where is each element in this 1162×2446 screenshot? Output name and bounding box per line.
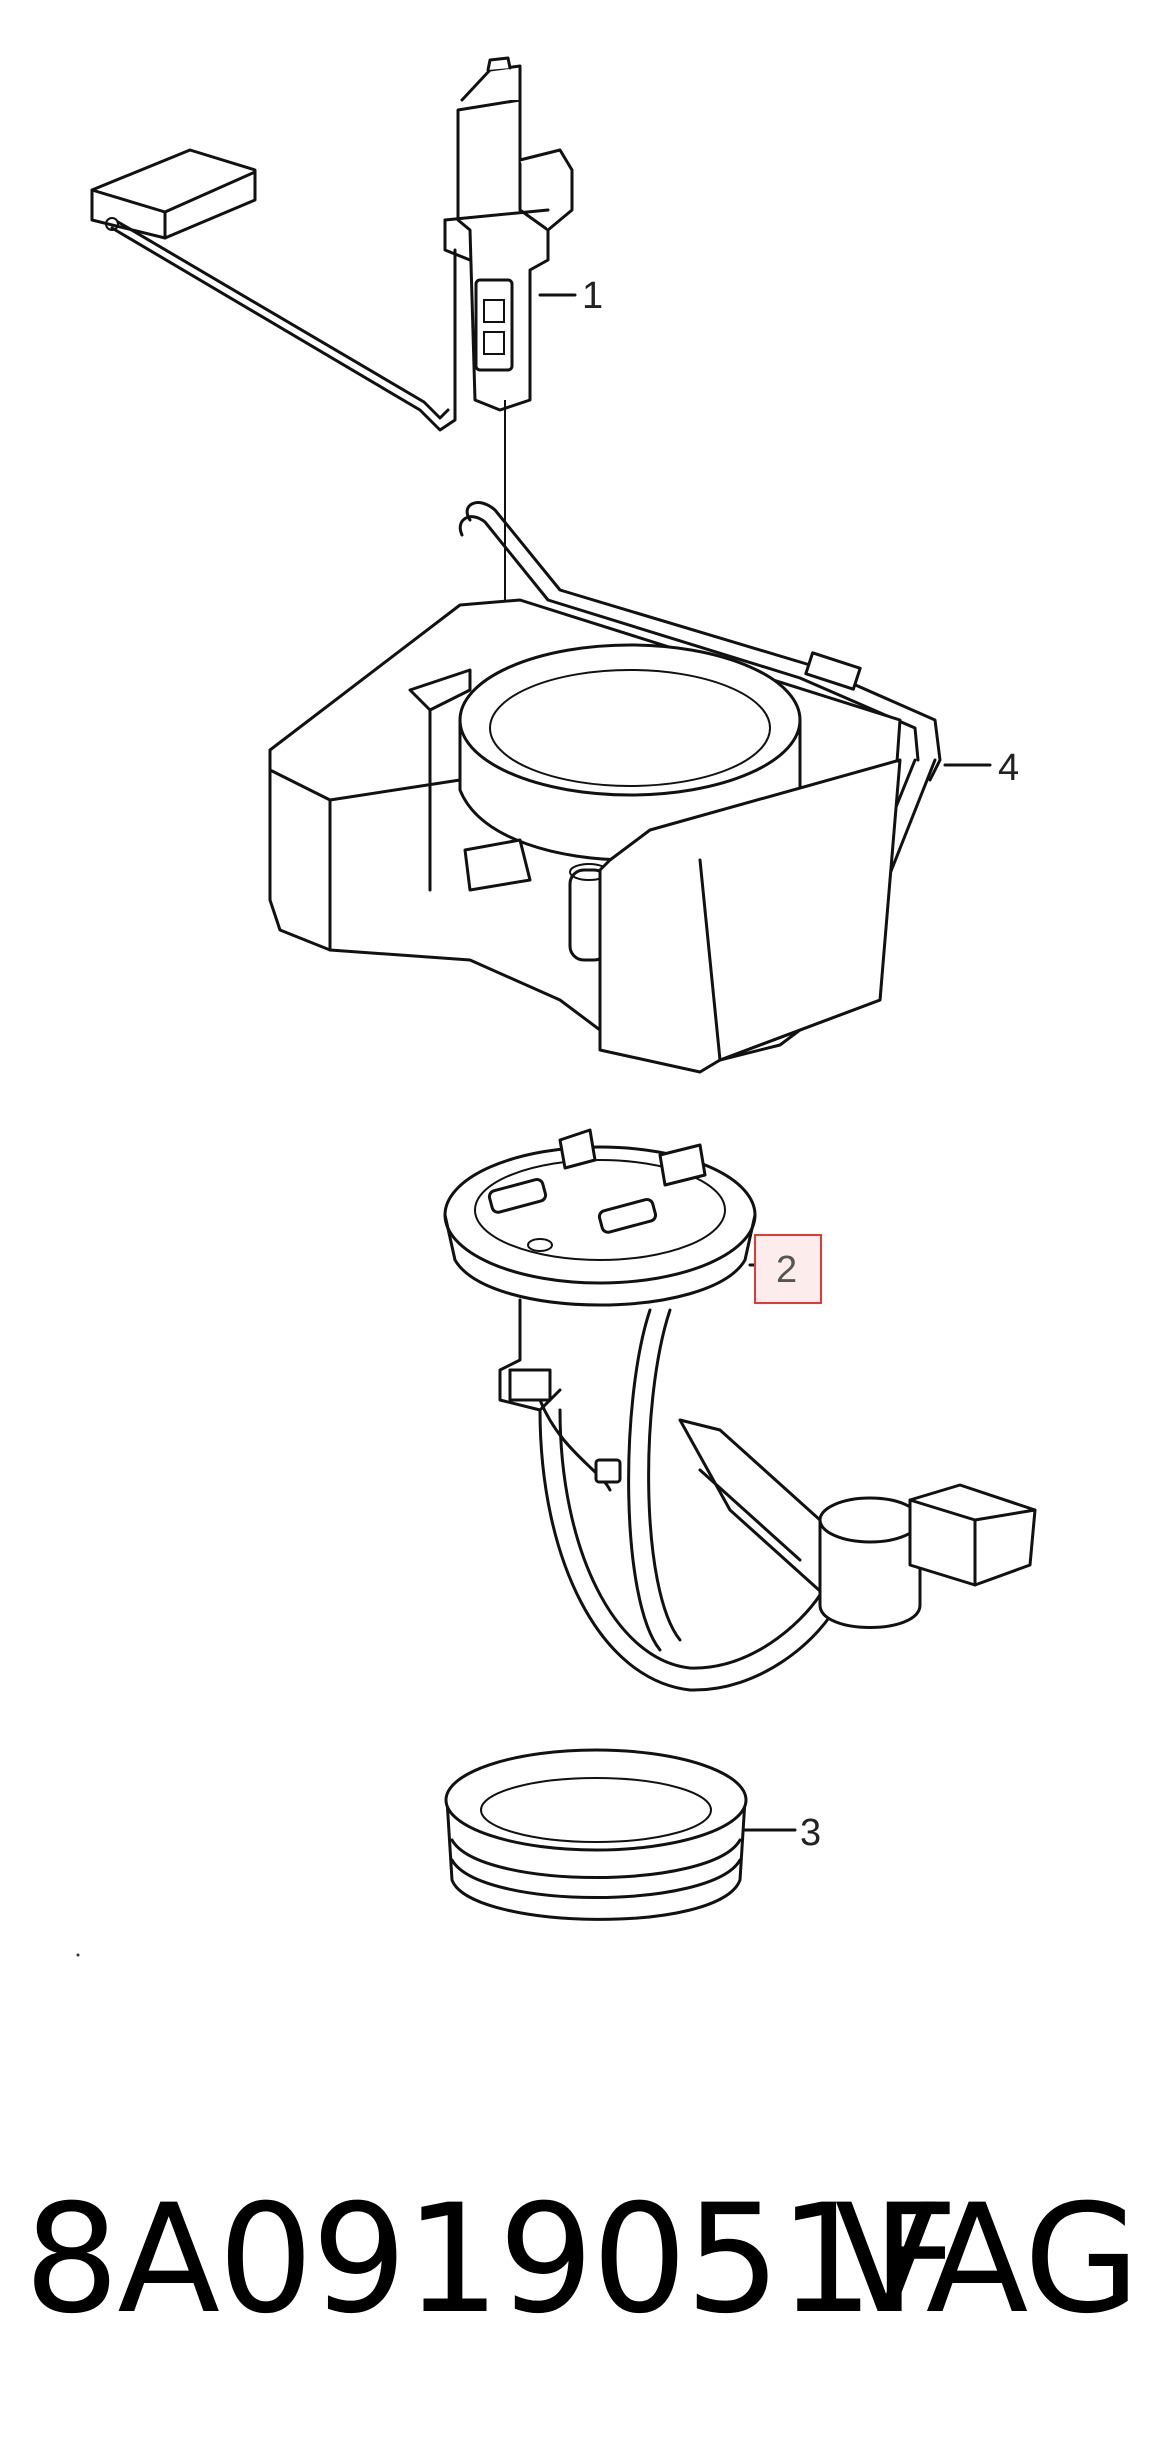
part-4-fuel-housing xyxy=(268,501,992,1074)
callout-4-label: 4 xyxy=(998,747,1019,789)
callout-label: 1 xyxy=(582,275,603,317)
callout-3-label: 3 xyxy=(800,1812,821,1854)
callout-label: 2 xyxy=(776,1249,797,1291)
part-number: 8A0919051F xyxy=(24,2173,958,2347)
part-2-fuel-pump-assembly xyxy=(443,1128,1037,1692)
part-3-seal-ring xyxy=(444,1748,797,1921)
exploded-parts-diagram: 1 xyxy=(76,56,1037,1957)
callout-label: 3 xyxy=(800,1812,821,1854)
callout-1-label: 1 xyxy=(582,275,603,317)
part-1-level-sender xyxy=(90,56,577,432)
callout-2-highlight-box xyxy=(754,1234,822,1304)
brand-name: VAG xyxy=(834,2173,1140,2347)
callout-label: 4 xyxy=(998,747,1019,789)
part-caption: 8A0919051F VAG xyxy=(24,2173,1140,2347)
callout-2-label: 2 xyxy=(776,1249,797,1291)
